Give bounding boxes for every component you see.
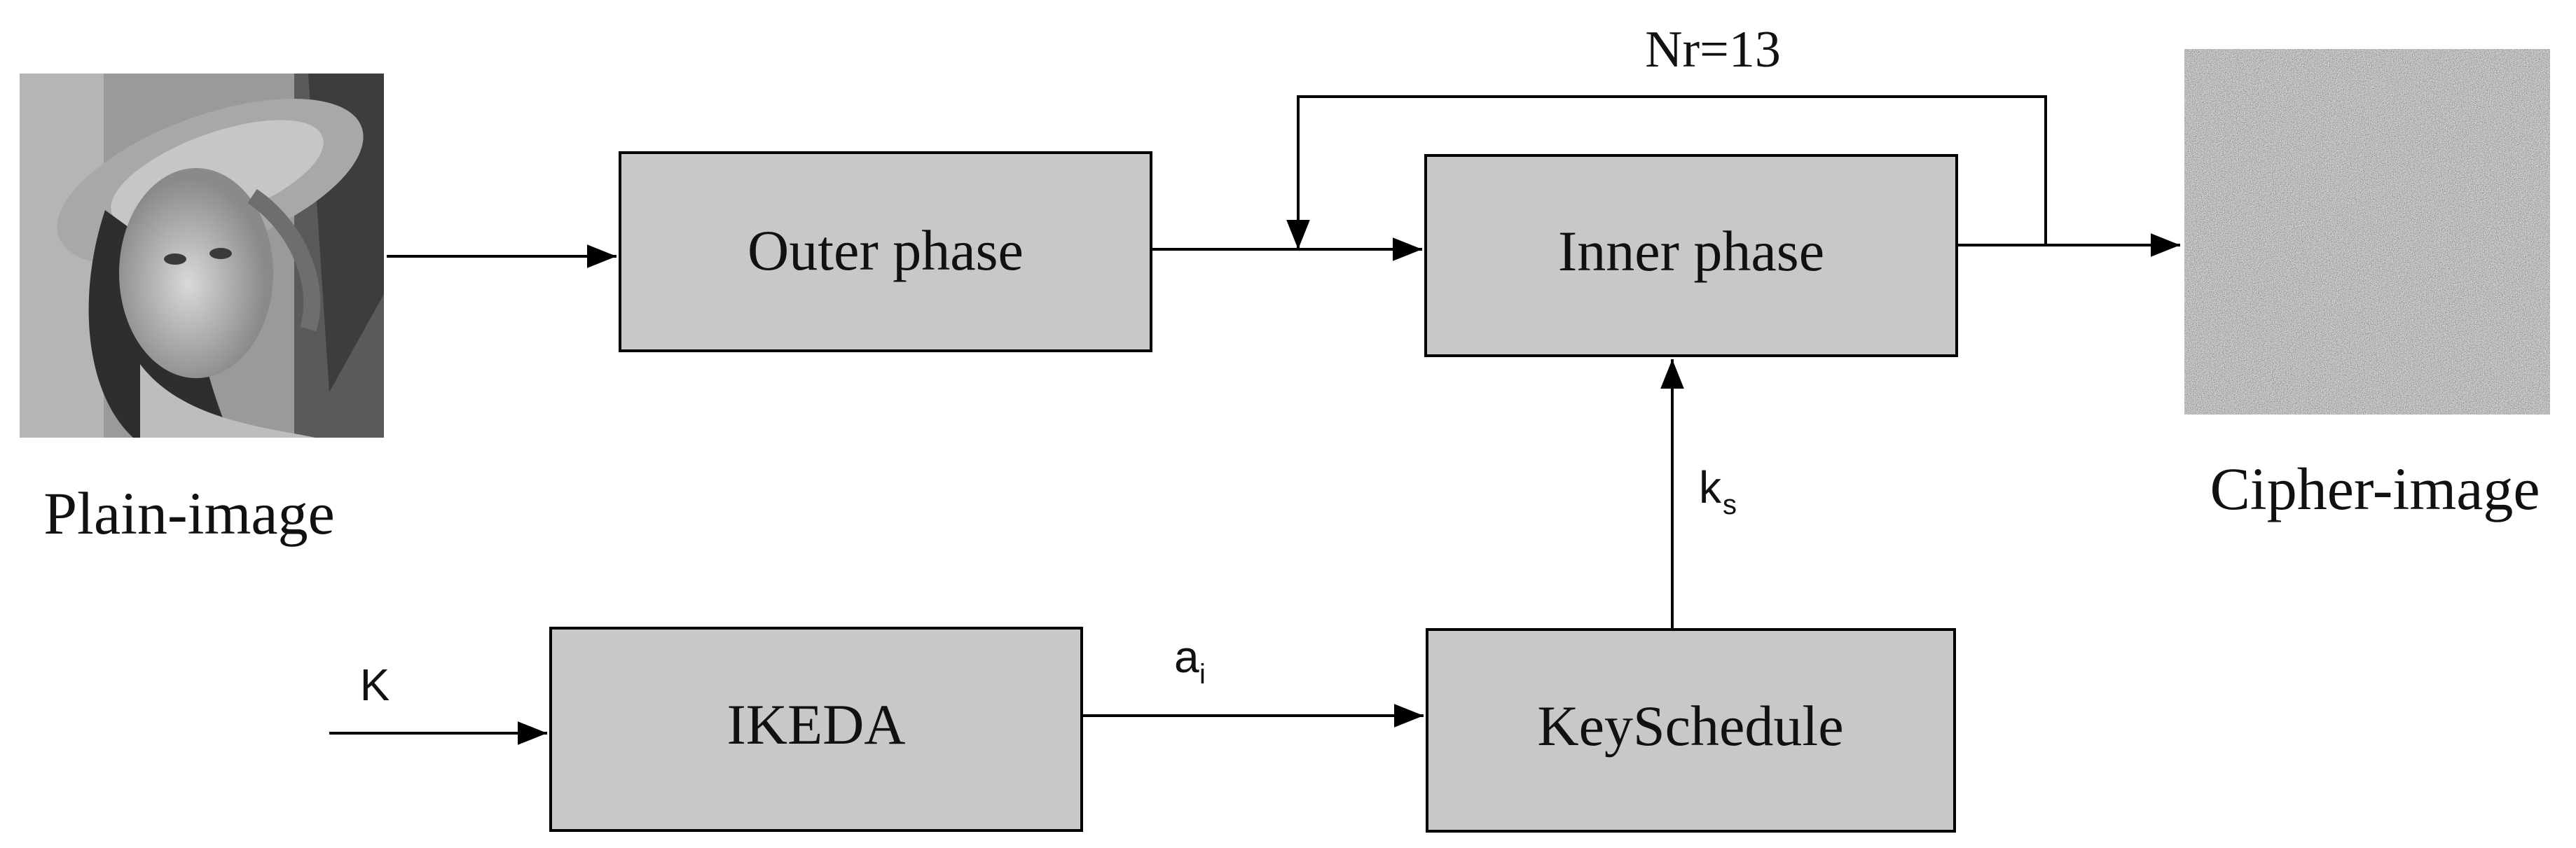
loop-feedback-line: [1286, 95, 2047, 249]
keyschedule-block: KeySchedule: [1426, 628, 1956, 833]
inner-phase-label: Inner phase: [1558, 219, 1824, 283]
ikeda-label: IKEDA: [726, 693, 905, 756]
ai-label: a i: [1174, 632, 1206, 690]
cipher-image-caption: Cipher-image: [2210, 455, 2540, 522]
ai-label-sub: i: [1199, 659, 1206, 690]
inner-phase-block: Inner phase: [1424, 154, 1958, 357]
key-input-label: K: [360, 660, 390, 710]
plain-image: [20, 74, 384, 438]
keyschedule-label: KeySchedule: [1537, 694, 1843, 758]
ks-label-main: k: [1699, 462, 1722, 513]
loop-count-label: Nr=13: [1645, 21, 1781, 78]
ikeda-block: IKEDA: [549, 627, 1083, 832]
ks-label-sub: s: [1723, 489, 1737, 520]
ks-label: k s: [1699, 462, 1737, 520]
cipher-image: [2184, 49, 2550, 415]
plain-image-caption: Plain-image: [43, 480, 335, 547]
outer-phase-block: Outer phase: [619, 151, 1152, 352]
outer-phase-label: Outer phase: [748, 218, 1024, 282]
ai-label-main: a: [1174, 632, 1199, 682]
